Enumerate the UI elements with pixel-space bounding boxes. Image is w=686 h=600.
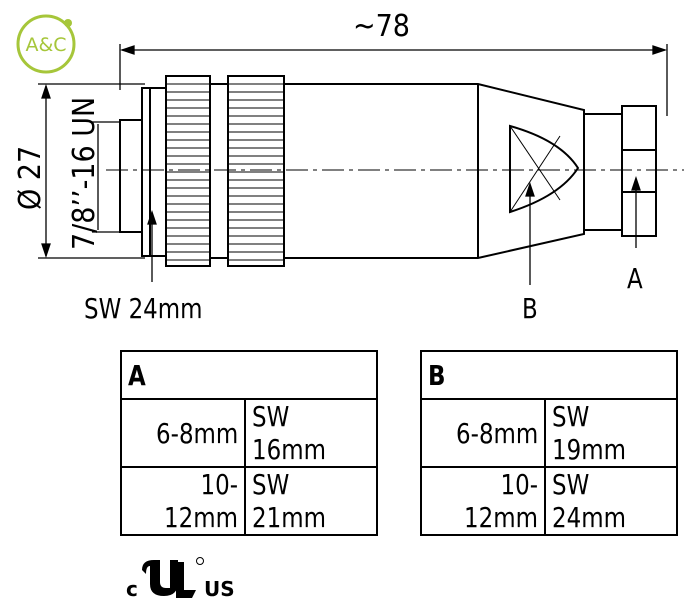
cable-range-cell: 6-8mm	[155, 416, 238, 450]
wrench-size-cell: SW 24mm	[552, 468, 626, 534]
table-header: B	[428, 358, 446, 392]
cable-range-cell: 10-12mm	[464, 468, 538, 534]
thread-dimension	[92, 121, 120, 233]
knurling	[166, 83, 284, 261]
diameter-label: Ø 27	[13, 146, 48, 210]
cable-range-cell: 6-8mm	[455, 416, 538, 450]
thread-label: 7/8’’-16 UN	[67, 97, 102, 250]
cable-range-cell: 10-12mm	[164, 468, 238, 534]
leader-lines	[147, 175, 641, 285]
cert-left-text: c	[126, 577, 138, 600]
wrench-size-cell: SW 21mm	[252, 468, 326, 534]
wrench-size-cell: SW 16mm	[252, 400, 326, 466]
wrench-front-label: SW 24mm	[84, 292, 203, 325]
table-row: 10-12mm SW 24mm	[420, 466, 678, 536]
ul-recognized-icon: c US	[126, 557, 235, 600]
spec-table-b: B 6-8mm SW 19mm 10-12mm SW 24mm	[420, 350, 678, 536]
table-row: 6-8mm SW 19mm	[420, 398, 678, 468]
table-row: A	[120, 350, 378, 400]
diameter-dimension	[38, 83, 145, 259]
table-header: A	[128, 358, 146, 392]
table-row: 10-12mm SW 21mm	[120, 466, 378, 536]
logo-text: A&C	[25, 34, 66, 56]
length-dimension	[119, 44, 668, 116]
ac-logo: A&C	[16, 14, 76, 74]
marker-a-label: A	[627, 262, 643, 295]
spec-table-a: A 6-8mm SW 16mm 10-12mm SW 21mm	[120, 350, 378, 536]
table-row: 6-8mm SW 16mm	[120, 398, 378, 468]
length-label: ~78	[353, 9, 410, 44]
cert-right-text: US	[204, 577, 235, 600]
marker-b-label: B	[522, 292, 538, 325]
table-row: B	[420, 350, 678, 400]
wrench-size-cell: SW 19mm	[552, 400, 626, 466]
